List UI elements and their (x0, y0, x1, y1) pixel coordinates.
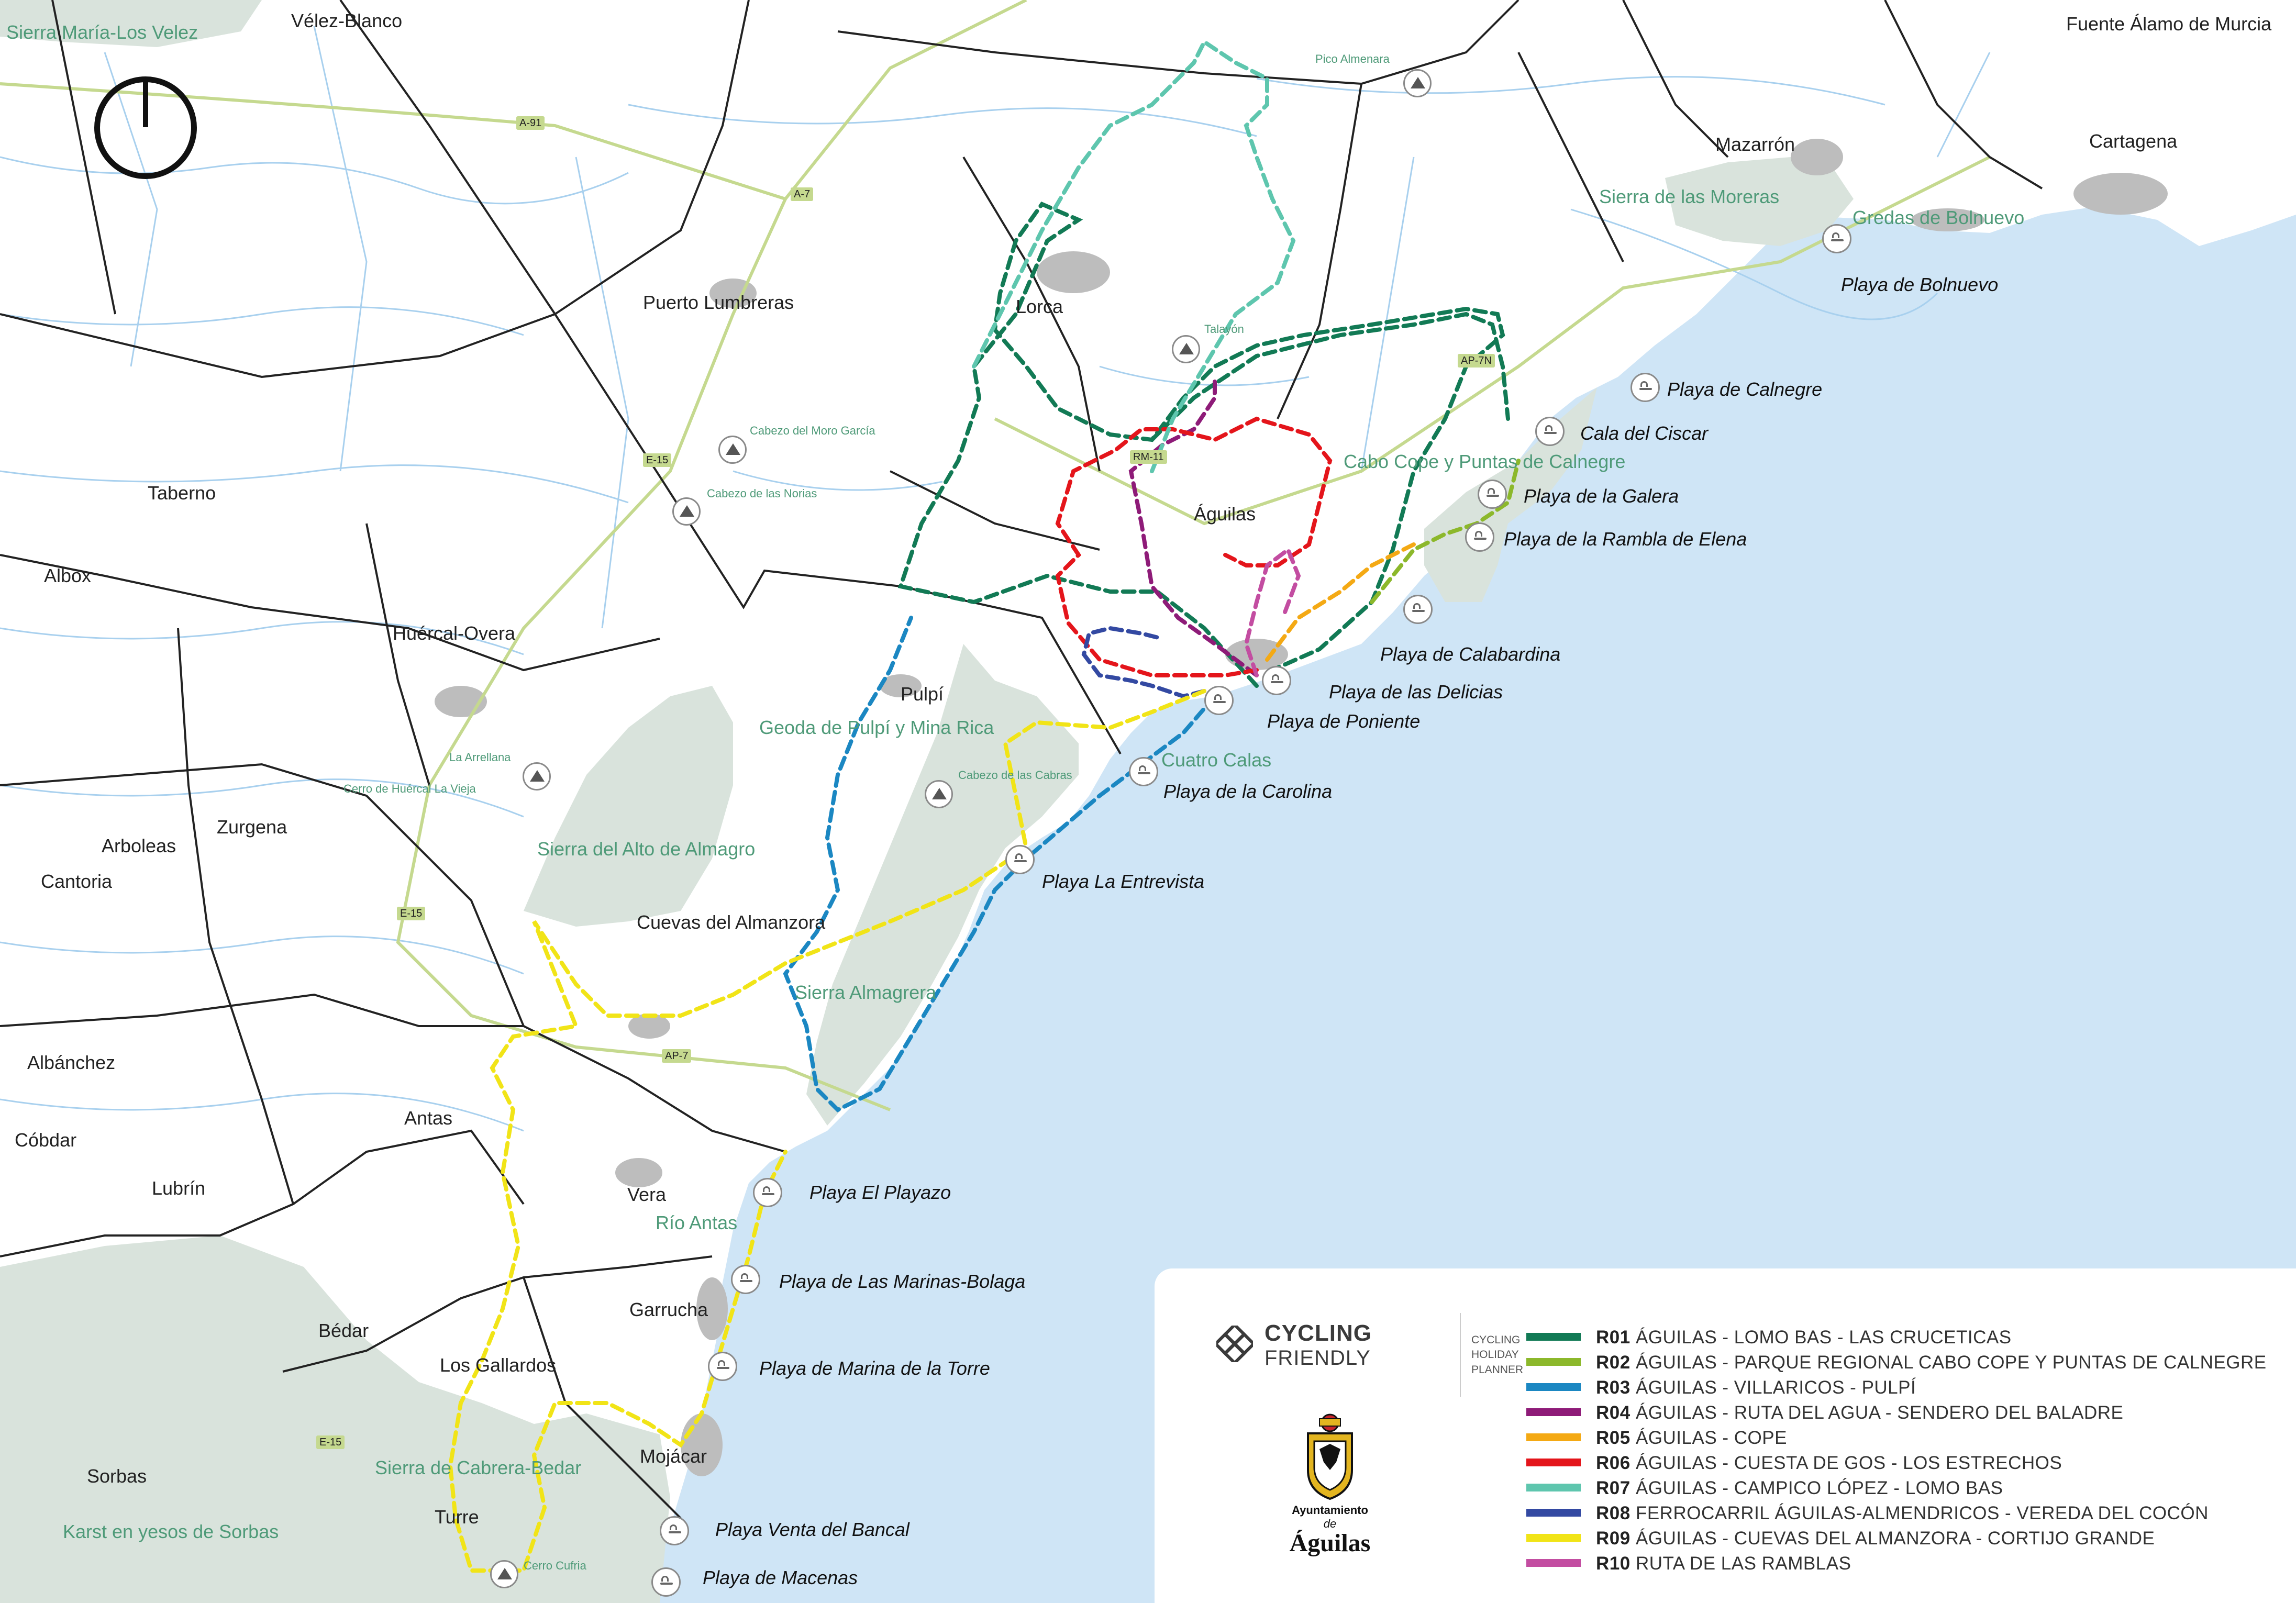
urban-cartagena (2073, 173, 2168, 215)
route-label: R10 RUTA DE LAS RAMBLAS (1596, 1553, 1851, 1574)
route-r04-line (1128, 375, 1259, 677)
logo-line-friendly: FRIENDLY (1265, 1346, 1371, 1370)
urban-pulpi (880, 674, 922, 697)
route-code: R07 (1596, 1478, 1631, 1498)
route-label: R08 FERROCARRIL ÁGUILAS-ALMENDRICOS - VE… (1596, 1503, 2209, 1524)
route-code: R09 (1596, 1528, 1631, 1549)
route-code: R05 (1596, 1428, 1631, 1448)
route-name: ÁGUILAS - RUTA DEL AGUA - SENDERO DEL BA… (1630, 1402, 2124, 1423)
logo-separator (1460, 1313, 1461, 1397)
municipal-borders (0, 0, 2043, 1519)
route-r09-line (448, 689, 1206, 1573)
route-color-swatch (1526, 1459, 1581, 1466)
north-needle (143, 77, 148, 127)
route-label: R07 ÁGUILAS - CAMPICO LÓPEZ - LOMO BAS (1596, 1478, 2003, 1499)
route-name: ÁGUILAS - CUESTA DE GOS - LOS ESTRECHOS (1630, 1453, 2062, 1473)
urban-pto-lumbreras (709, 279, 757, 308)
route-r03-line (783, 616, 1217, 1112)
route-label: R06 ÁGUILAS - CUESTA DE GOS - LOS ESTREC… (1596, 1453, 2062, 1474)
route-code: R02 (1596, 1352, 1631, 1373)
legend-panel: CYCLING FRIENDLY CYCLING HOLIDAY PLANNER… (1155, 1268, 2296, 1603)
route-color-swatch (1526, 1534, 1581, 1542)
route-r02-line (1370, 459, 1521, 604)
route-code: R08 (1596, 1503, 1631, 1523)
ayuntamiento-label: Ayuntamiento (1292, 1504, 1368, 1517)
route-label: R04 ÁGUILAS - RUTA DEL AGUA - SENDERO DE… (1596, 1402, 2123, 1423)
route-label: R09 ÁGUILAS - CUEVAS DEL ALMANZORA - COR… (1596, 1528, 2155, 1549)
route-r07-line (972, 39, 1296, 473)
ayuntamiento-town-label: Águilas (1289, 1529, 1371, 1557)
park-sierra-alto-almagro (524, 686, 733, 927)
route-name: ÁGUILAS - COPE (1630, 1428, 1787, 1448)
park-moreras (1665, 157, 1854, 246)
border-regional (339, 0, 1122, 754)
urban-bolnuevo (1911, 208, 1984, 231)
route-color-swatch (1526, 1358, 1581, 1366)
route-color-swatch (1526, 1383, 1581, 1391)
route-label: R02 ÁGUILAS - PARQUE REGIONAL CABO COPE … (1596, 1352, 2267, 1373)
route-name: RUTA DE LAS RAMBLAS (1630, 1553, 1851, 1574)
route-label: R01 ÁGUILAS - LOMO BAS - LAS CRUCETICAS (1596, 1327, 2012, 1348)
park-northwest (0, 0, 262, 47)
route-code: R10 (1596, 1553, 1631, 1574)
route-name: ÁGUILAS - CUEVAS DEL ALMANZORA - CORTIJO… (1630, 1528, 2155, 1549)
protected-areas (0, 0, 1854, 1603)
urban-cuevas (628, 1014, 670, 1039)
coat-of-arms-icon (1307, 1413, 1353, 1500)
route-code: R06 (1596, 1453, 1631, 1473)
ayuntamiento-de-label: de (1323, 1517, 1337, 1530)
route-name: ÁGUILAS - LOMO BAS - LAS CRUCETICAS (1630, 1327, 2012, 1348)
route-r06-line (1055, 416, 1333, 677)
route-name: ÁGUILAS - CAMPICO LÓPEZ - LOMO BAS (1630, 1478, 2003, 1498)
urban-mojacar (681, 1413, 723, 1476)
route-code: R03 (1596, 1377, 1631, 1398)
logo-line-cycling: CYCLING (1265, 1320, 1372, 1346)
route-r08-line (1081, 626, 1206, 699)
route-code: R01 (1596, 1327, 1631, 1348)
route-name: ÁGUILAS - VILLARICOS - PULPÍ (1630, 1377, 1916, 1398)
route-color-swatch (1526, 1433, 1581, 1441)
logo-tagline: CYCLING HOLIDAY PLANNER (1471, 1334, 1524, 1376)
route-r10-line (1244, 546, 1301, 677)
urban-lorca (1037, 251, 1110, 293)
urban-vera (615, 1158, 662, 1187)
route-code: R04 (1596, 1402, 1631, 1423)
route-label: R03 ÁGUILAS - VILLARICOS - PULPÍ (1596, 1377, 1916, 1398)
urban-garrucha (696, 1277, 728, 1340)
route-name: FERROCARRIL ÁGUILAS-ALMENDRICOS - VEREDA… (1630, 1503, 2209, 1523)
park-cabrera (0, 1235, 670, 1603)
route-r05-line (1265, 542, 1416, 662)
route-color-swatch (1526, 1408, 1581, 1416)
urban-mazarron (1791, 139, 1843, 175)
north-arrow-icon (94, 76, 197, 179)
route-color-swatch (1526, 1509, 1581, 1517)
sea-area (655, 207, 2296, 1603)
route-color-swatch (1526, 1333, 1581, 1341)
route-color-swatch (1526, 1484, 1581, 1491)
route-color-swatch (1526, 1559, 1581, 1567)
cycling-friendly-logo-icon (1216, 1326, 1253, 1362)
route-name: ÁGUILAS - PARQUE REGIONAL CABO COPE Y PU… (1630, 1352, 2267, 1373)
route-label: R05 ÁGUILAS - COPE (1596, 1428, 1787, 1449)
ayuntamiento-logo: Ayuntamiento de Águilas (1288, 1412, 1372, 1556)
